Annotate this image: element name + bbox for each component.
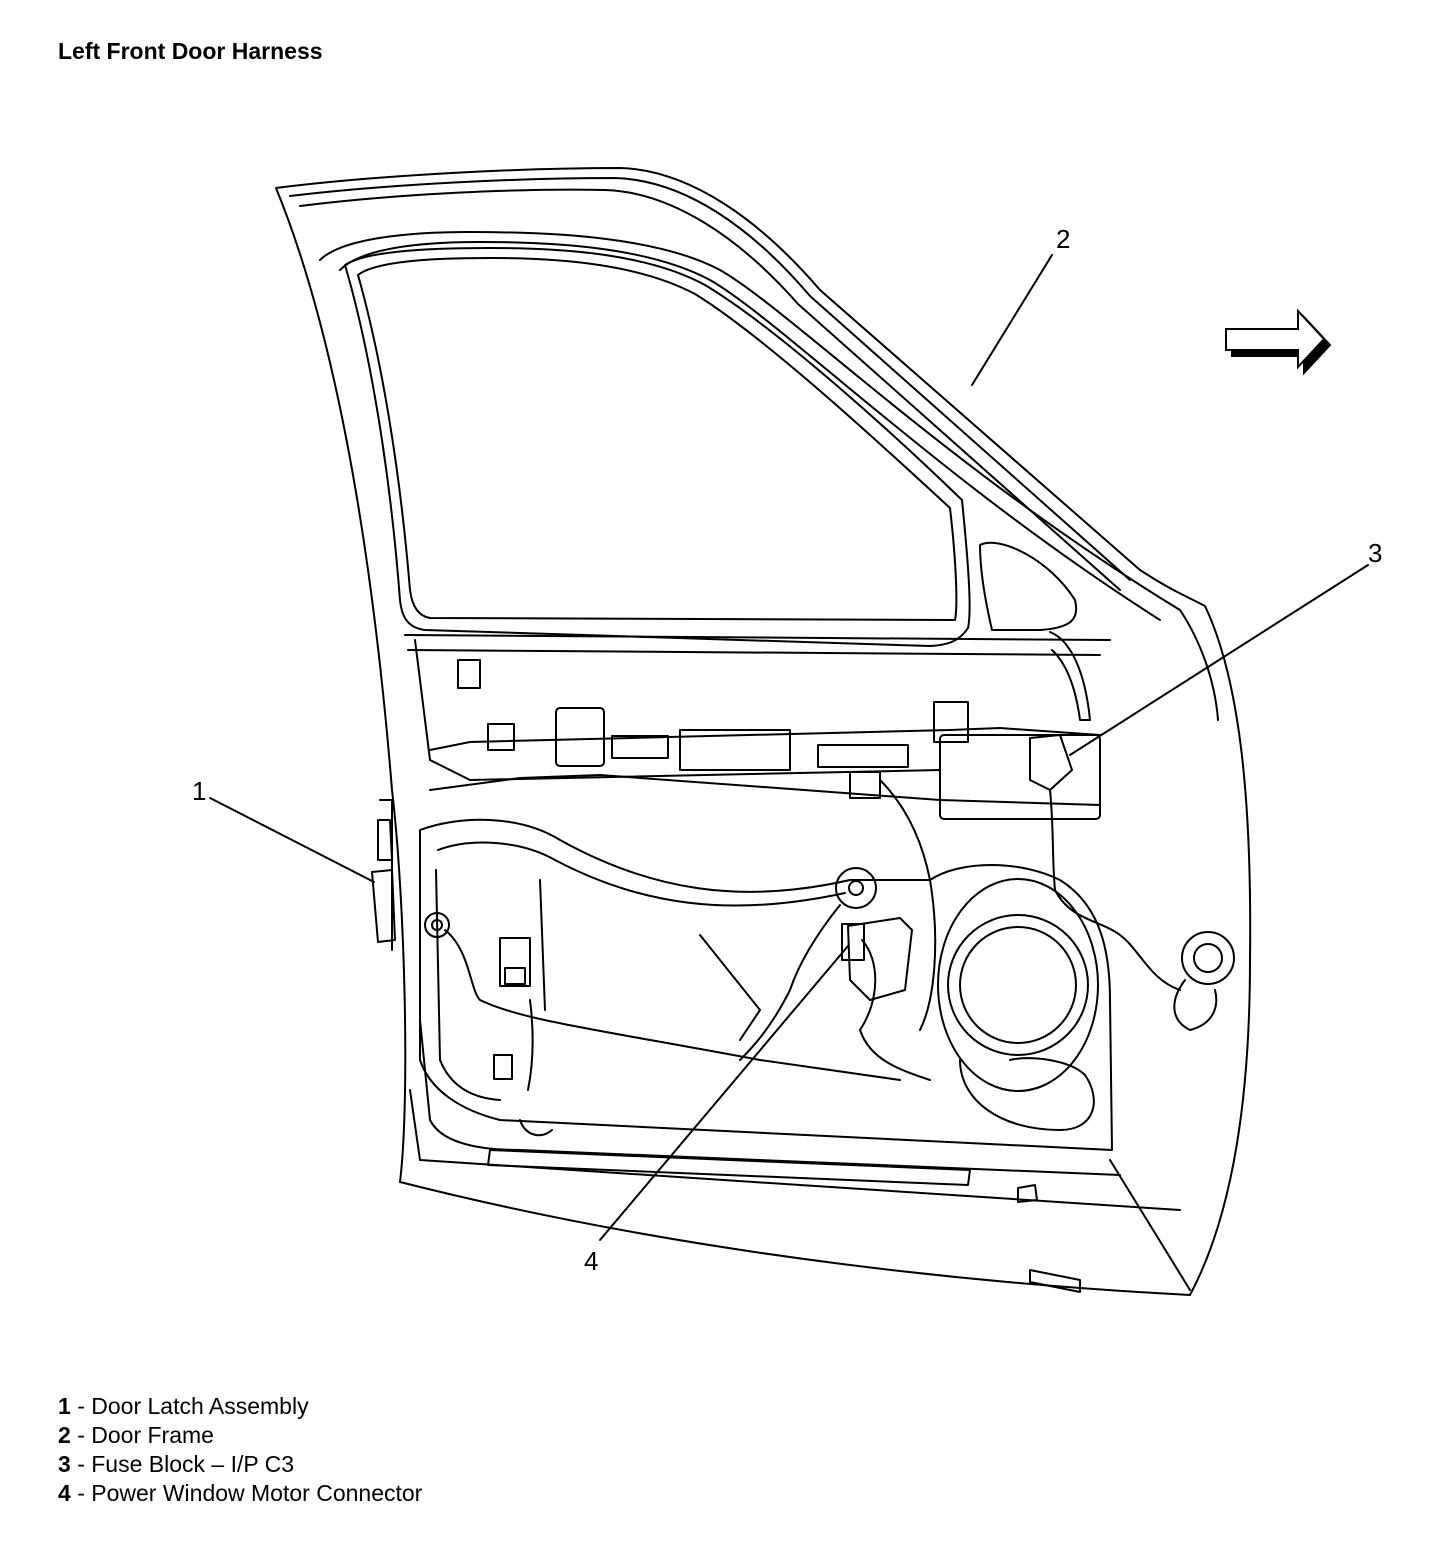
power-window-motor-connector [841, 923, 865, 961]
legend-separator: - [77, 1451, 85, 1477]
legend-separator: - [77, 1480, 85, 1506]
legend-label: Door Frame [91, 1422, 214, 1448]
legend-number: 1 [58, 1393, 71, 1419]
leader-line-4 [599, 945, 849, 1241]
callout-1-number: 1 [192, 776, 206, 806]
legend-separator: - [77, 1422, 85, 1448]
inner-door-panel [419, 818, 1113, 1151]
fuse-block-connector [1029, 734, 1073, 791]
page-title: Left Front Door Harness [58, 38, 323, 64]
speaker [947, 914, 1089, 1056]
callout-3-number: 3 [1368, 538, 1382, 568]
callout-legend: 1 - Door Latch Assembly 2 - Door Frame 3… [58, 1392, 422, 1508]
legend-number: 2 [58, 1422, 71, 1448]
legend-label: Fuse Block – I/P C3 [91, 1451, 295, 1477]
legend-number: 3 [58, 1451, 71, 1477]
legend-item-4: 4 - Power Window Motor Connector [58, 1479, 422, 1508]
legend-item-3: 3 - Fuse Block – I/P C3 [58, 1450, 422, 1479]
legend-number: 4 [58, 1480, 71, 1506]
mirror-mount [979, 541, 1078, 631]
legend-item-1: 1 - Door Latch Assembly [58, 1392, 422, 1421]
regulator-hub [835, 867, 877, 909]
legend-label: Power Window Motor Connector [91, 1480, 423, 1506]
window-opening [344, 247, 971, 647]
leader-line-2 [971, 254, 1053, 386]
leader-line-3 [1069, 564, 1369, 756]
right-arrow-icon [1225, 308, 1332, 376]
legend-label: Door Latch Assembly [91, 1393, 309, 1419]
door-frame-outline [275, 167, 1252, 1296]
legend-item-2: 2 - Door Frame [58, 1421, 422, 1450]
window-motor [847, 917, 913, 1001]
callout-2-number: 2 [1056, 224, 1070, 254]
callout-4-number: 4 [584, 1246, 598, 1276]
leader-line-1 [209, 797, 375, 883]
window-frame [319, 231, 1219, 721]
harness-grommet [1181, 931, 1235, 985]
window-regulator [539, 879, 761, 1041]
legend-separator: - [77, 1393, 85, 1419]
